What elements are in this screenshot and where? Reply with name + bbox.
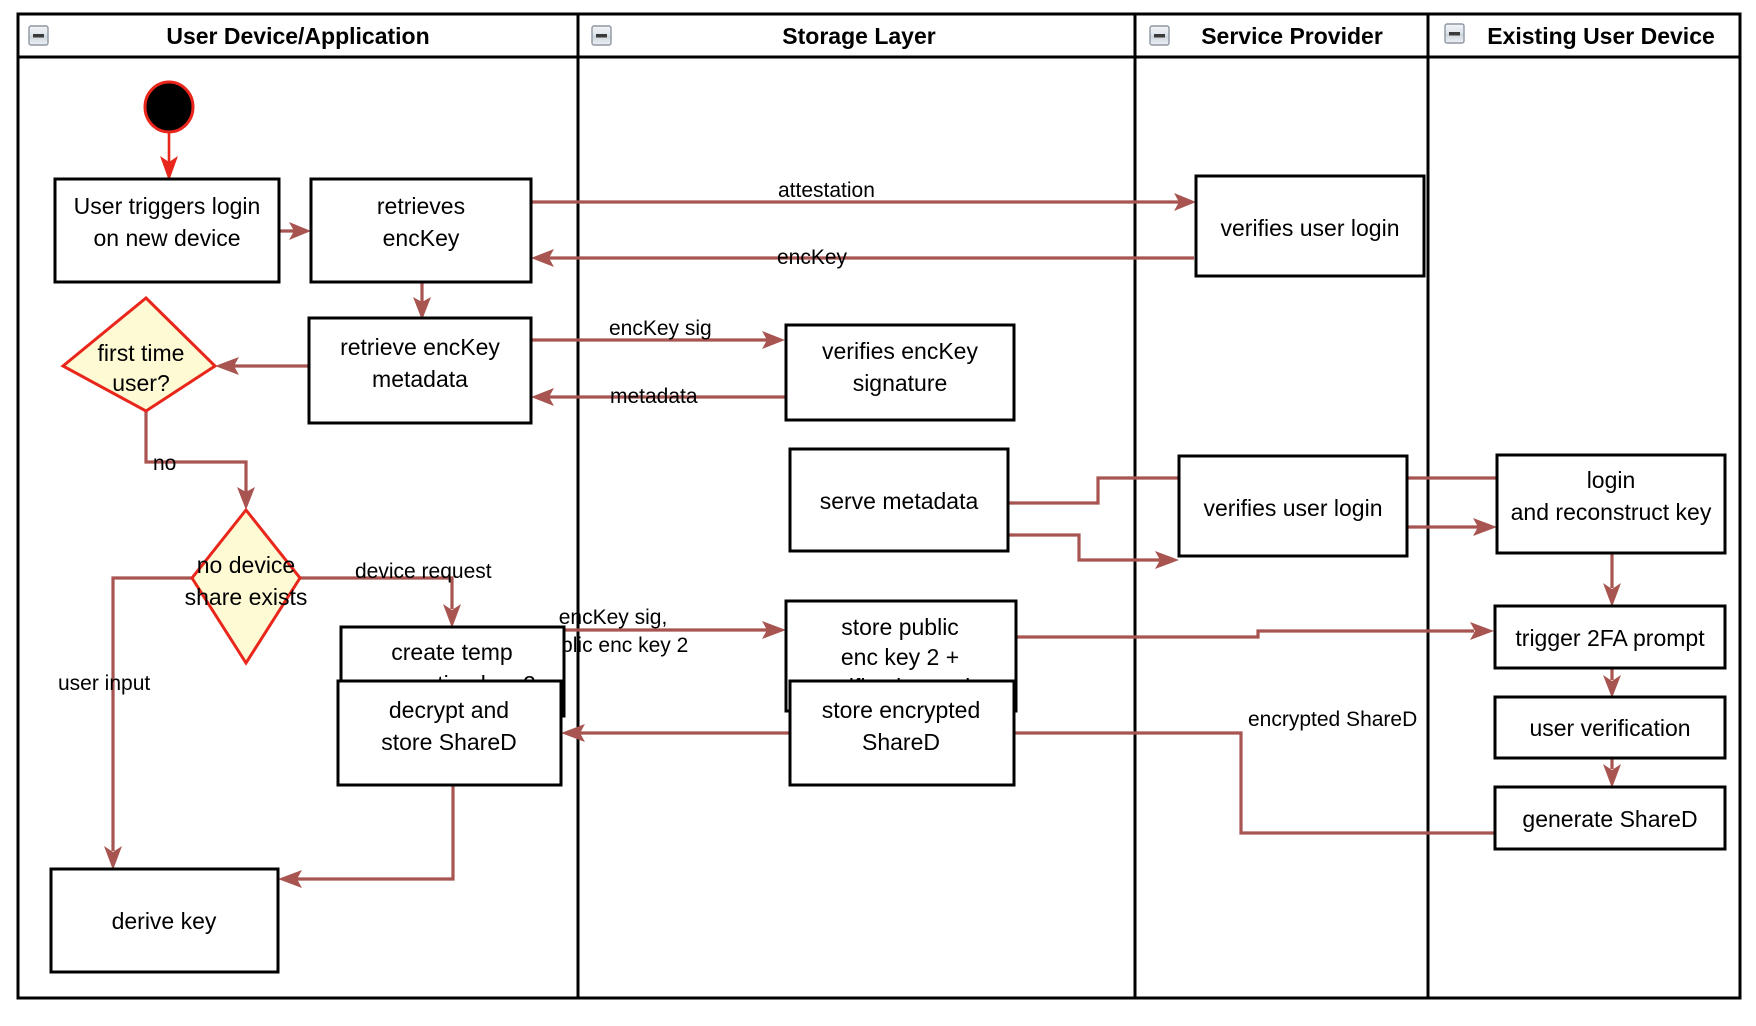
node-label-line: ShareD	[862, 729, 940, 755]
node-user-verification[interactable]: user verification	[1493, 695, 1727, 760]
edge-label-enckey-sig: encKey sig	[609, 317, 712, 340]
edge-store-to-decrypt	[561, 724, 790, 742]
node-label-line: share exists	[185, 584, 308, 610]
node-label-line: metadata	[372, 366, 468, 392]
lane-title-service-provider: Service Provider	[1201, 23, 1383, 49]
node-label-line: store ShareD	[381, 729, 517, 755]
lane-header-storage-layer[interactable]: Storage Layer	[591, 23, 936, 49]
node-trigger-2fa-prompt[interactable]: trigger 2FA prompt	[1493, 604, 1727, 670]
collapse-minus-icon[interactable]	[1149, 25, 1170, 46]
node-label-line: and reconstruct key	[1511, 499, 1712, 525]
collapse-minus-icon[interactable]	[591, 25, 612, 46]
node-label-line: signature	[853, 370, 948, 396]
node-label-line: first time	[98, 340, 185, 366]
node-retrieve-enckey-metadata[interactable]: retrieve encKey metadata	[307, 316, 533, 425]
node-generate-shared[interactable]: generate ShareD	[1493, 785, 1727, 851]
edge-label-metadata: metadata	[610, 385, 698, 408]
node-label-line: enc key 2 +	[841, 644, 959, 670]
node-label-line: verifies user login	[1221, 215, 1400, 241]
edge-label-attestation: attestation	[778, 179, 875, 202]
node-label-line: verifies encKey	[822, 338, 978, 364]
collapse-minus-icon[interactable]	[28, 25, 49, 46]
edge-2fa-to-verification	[1603, 668, 1621, 698]
edge-retrieves-to-metadata	[413, 280, 431, 320]
node-verifies-user-login-1[interactable]: verifies user login	[1194, 174, 1426, 278]
edge-login-to-retrieves	[279, 222, 311, 240]
node-no-device-share-exists[interactable]: no device share exists	[185, 507, 308, 666]
edge-start-to-login	[160, 129, 178, 181]
edge-label-encrypted-shared: encrypted ShareD	[1248, 708, 1417, 731]
node-label-line: serve metadata	[820, 488, 979, 514]
edge-enckey: encKey	[531, 246, 1194, 269]
node-verifies-enckey-signature[interactable]: verifies encKey signature	[784, 323, 1016, 422]
node-label-line: decrypt and	[389, 697, 509, 723]
node-user-triggers-login[interactable]: User triggers login on new device	[53, 177, 281, 284]
edge-decrypt-to-derive	[278, 785, 455, 888]
lane-title-storage-layer: Storage Layer	[782, 23, 935, 49]
edge-store-to-2fa	[1016, 622, 1494, 640]
node-label-line: store public	[841, 614, 959, 640]
node-first-time-user[interactable]: first time user?	[60, 295, 218, 413]
node-label-line: retrieve encKey	[340, 334, 500, 360]
node-label-line: generate ShareD	[1522, 806, 1697, 832]
edge-label-enckey-sig-pubkey2-line1: encKey sig,	[559, 606, 668, 629]
node-serve-metadata[interactable]: serve metadata	[788, 447, 1010, 553]
node-label-line: on new device	[93, 225, 240, 251]
edge-login-to-2fa	[1603, 552, 1621, 607]
node-label-line: retrieves	[377, 193, 465, 219]
edge-label-enckey: encKey	[777, 246, 848, 269]
lane-title-existing-user-device: Existing User Device	[1487, 23, 1715, 49]
node-retrieves-enckey[interactable]: retrieves encKey	[309, 177, 533, 284]
edge-label-user-input: user input	[58, 672, 150, 695]
node-label-line: derive key	[112, 908, 217, 934]
lane-header-service-provider[interactable]: Service Provider	[1149, 23, 1383, 49]
node-label-line: User triggers login	[74, 193, 261, 219]
edge-user-input: user input	[58, 576, 192, 870]
node-derive-key[interactable]: derive key	[49, 867, 280, 974]
edges-layer: attestation encKey encKey sig	[58, 129, 1621, 888]
node-label-line: trigger 2FA prompt	[1515, 625, 1705, 651]
node-login-and-reconstruct-key[interactable]: login and reconstruct key	[1495, 453, 1727, 555]
edge-attestation: attestation	[531, 179, 1196, 211]
node-start[interactable]	[143, 80, 195, 134]
edge-device-request: device request	[300, 560, 492, 628]
edge-label-no: no	[153, 452, 176, 475]
node-label-line: encKey	[383, 225, 460, 251]
node-label-line: verifies user login	[1204, 495, 1383, 521]
node-label-line: create temp	[391, 639, 512, 665]
lane-header-user-device[interactable]: User Device/Application	[28, 23, 430, 49]
edge-enckey-sig: encKey sig	[531, 317, 785, 349]
node-label-line: no device	[197, 552, 295, 578]
node-label-line: user verification	[1529, 715, 1690, 741]
node-label-line: login	[1587, 467, 1636, 493]
edge-label-device-request: device request	[355, 560, 492, 583]
edge-metadata: metadata	[531, 385, 785, 408]
node-label-line: user?	[112, 370, 170, 396]
node-decrypt-and-store-shared[interactable]: decrypt and store ShareD	[336, 679, 563, 787]
edge-metadata-to-first-time-user	[215, 357, 309, 375]
edge-label-enckey-sig-pubkey2-line2: public enc key 2	[538, 634, 689, 657]
edge-no: no	[144, 411, 255, 510]
collapse-minus-icon[interactable]	[1444, 23, 1465, 44]
lane-title-user-device: User Device/Application	[166, 23, 429, 49]
node-verifies-user-login-2[interactable]: verifies user login	[1177, 454, 1409, 558]
node-store-encrypted-shared[interactable]: store encrypted ShareD	[788, 679, 1016, 787]
edge-enckey-sig-pubkey2: encKey sig, public enc key 2	[538, 606, 786, 657]
node-label-line: store encrypted	[822, 697, 981, 723]
lane-header-existing-user-device[interactable]: Existing User Device	[1444, 23, 1715, 49]
